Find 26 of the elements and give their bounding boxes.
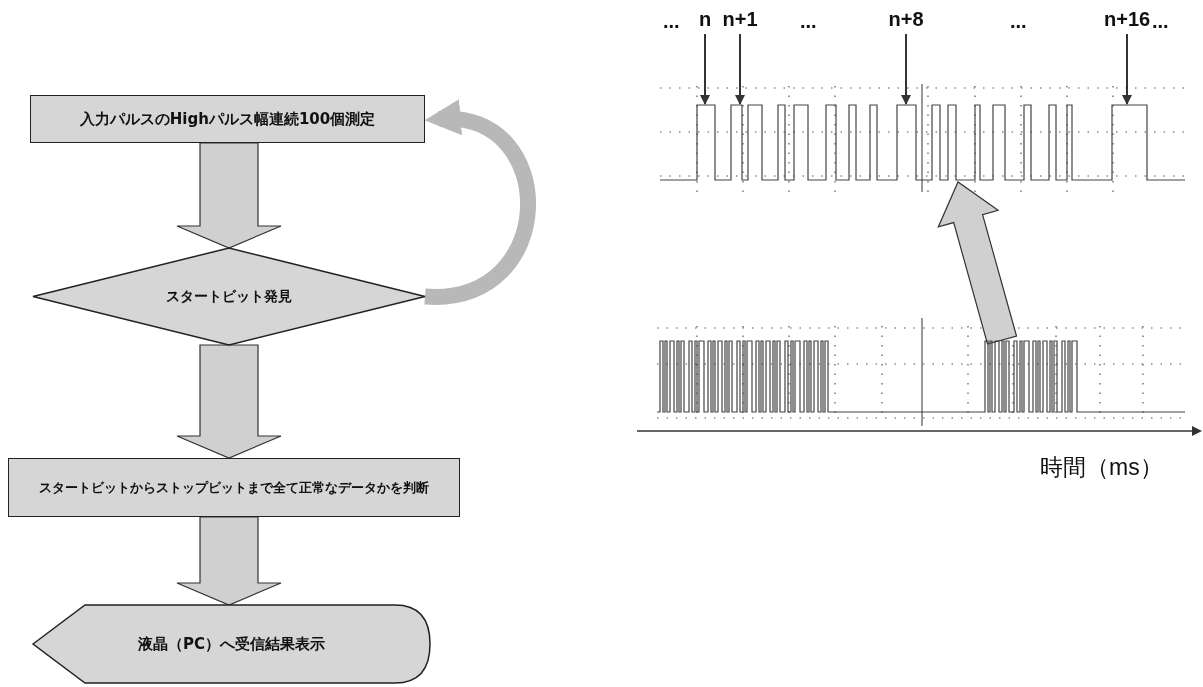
ellipsis-text: ... <box>1152 10 1169 33</box>
waveform-trace <box>660 104 1185 182</box>
loop-arrow <box>424 102 536 305</box>
node-text: スタートビット発見 <box>166 287 292 306</box>
pulse-label: n+1 <box>722 8 758 31</box>
pulse-label: n+16 <box>1104 8 1150 31</box>
block-arrow <box>176 142 282 249</box>
block-arrow <box>176 344 282 459</box>
waveform-trace <box>657 340 1185 414</box>
leader-arrow <box>901 33 911 105</box>
axis-label: 時間（ms） <box>1040 453 1163 482</box>
block-arrow <box>176 516 282 606</box>
node-text: 液晶（PC）へ受信結果表示 <box>138 634 325 654</box>
ellipsis-text: ... <box>1010 10 1027 33</box>
pulse-label: n+8 <box>887 8 925 31</box>
leader-arrow <box>1122 33 1132 105</box>
block-arrow <box>937 181 1018 345</box>
display-shape <box>33 605 430 683</box>
ellipsis-text: ... <box>800 10 817 33</box>
pulse-label: n <box>697 8 713 31</box>
decision-diamond <box>33 248 425 345</box>
process-box: スタートビットからストップビットまで全て正常なデータかを判断 <box>8 458 460 517</box>
leader-arrow <box>735 33 745 105</box>
ellipsis-text: ... <box>663 10 680 33</box>
leader-arrow <box>700 33 710 105</box>
process-box: 入力パルスのHighパルス幅連続100個測定 <box>30 95 425 143</box>
